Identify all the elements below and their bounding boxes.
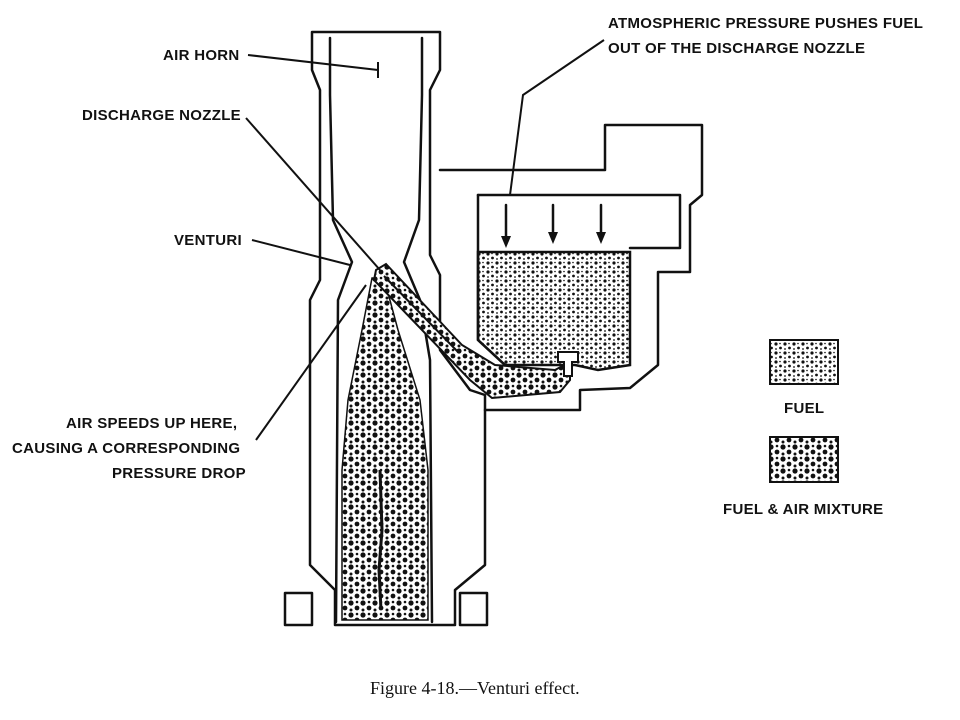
- figure-caption: Figure 4-18.—Venturi effect.: [370, 678, 580, 698]
- base-flange: [283, 591, 489, 627]
- fuel-bowl: [476, 250, 632, 372]
- spray-center-streak: [377, 469, 384, 611]
- leader-atmospheric: [509, 39, 605, 196]
- fuel-bowl-wall: [476, 193, 507, 367]
- venturi-throat-left: [328, 36, 354, 624]
- main-jet-fitting: [557, 351, 579, 377]
- carburetor-barrel-outer: [308, 30, 487, 627]
- label-air-speeds-line1: AIR SPEEDS UP HERE,: [66, 415, 237, 432]
- air-vent-passage: [476, 193, 682, 250]
- pressure-arrow-1-head: [501, 236, 511, 248]
- fuel-air-mixture-spray: [341, 277, 429, 621]
- legend-swatch-mixture: [769, 436, 839, 483]
- float-chamber-housing: [438, 123, 704, 412]
- pressure-arrow-2-head: [548, 232, 558, 244]
- leader-air-speeds: [255, 284, 367, 441]
- legend-swatch-fuel: [769, 339, 839, 385]
- legend-label-fuel: FUEL: [784, 400, 824, 417]
- pressure-arrow-3-head: [596, 232, 606, 244]
- leader-venturi: [251, 239, 351, 266]
- nozzle-tube-inner-line: [383, 275, 459, 353]
- label-atmospheric-line2: OUT OF THE DISCHARGE NOZZLE: [608, 40, 865, 57]
- legend-label-mixture: FUEL & AIR MIXTURE: [723, 501, 883, 518]
- label-venturi: VENTURI: [174, 232, 242, 249]
- label-air-speeds-line3: PRESSURE DROP: [112, 465, 246, 482]
- leader-discharge-nozzle: [245, 117, 381, 271]
- label-air-speeds-line2: CAUSING A CORRESPONDING: [12, 440, 240, 457]
- label-discharge-nozzle: DISCHARGE NOZZLE: [82, 107, 241, 124]
- label-air-horn: AIR HORN: [163, 47, 240, 64]
- leader-air-horn: [247, 54, 379, 78]
- label-atmospheric-line1: ATMOSPHERIC PRESSURE PUSHES FUEL: [608, 15, 923, 32]
- venturi-throat-right: [402, 36, 434, 624]
